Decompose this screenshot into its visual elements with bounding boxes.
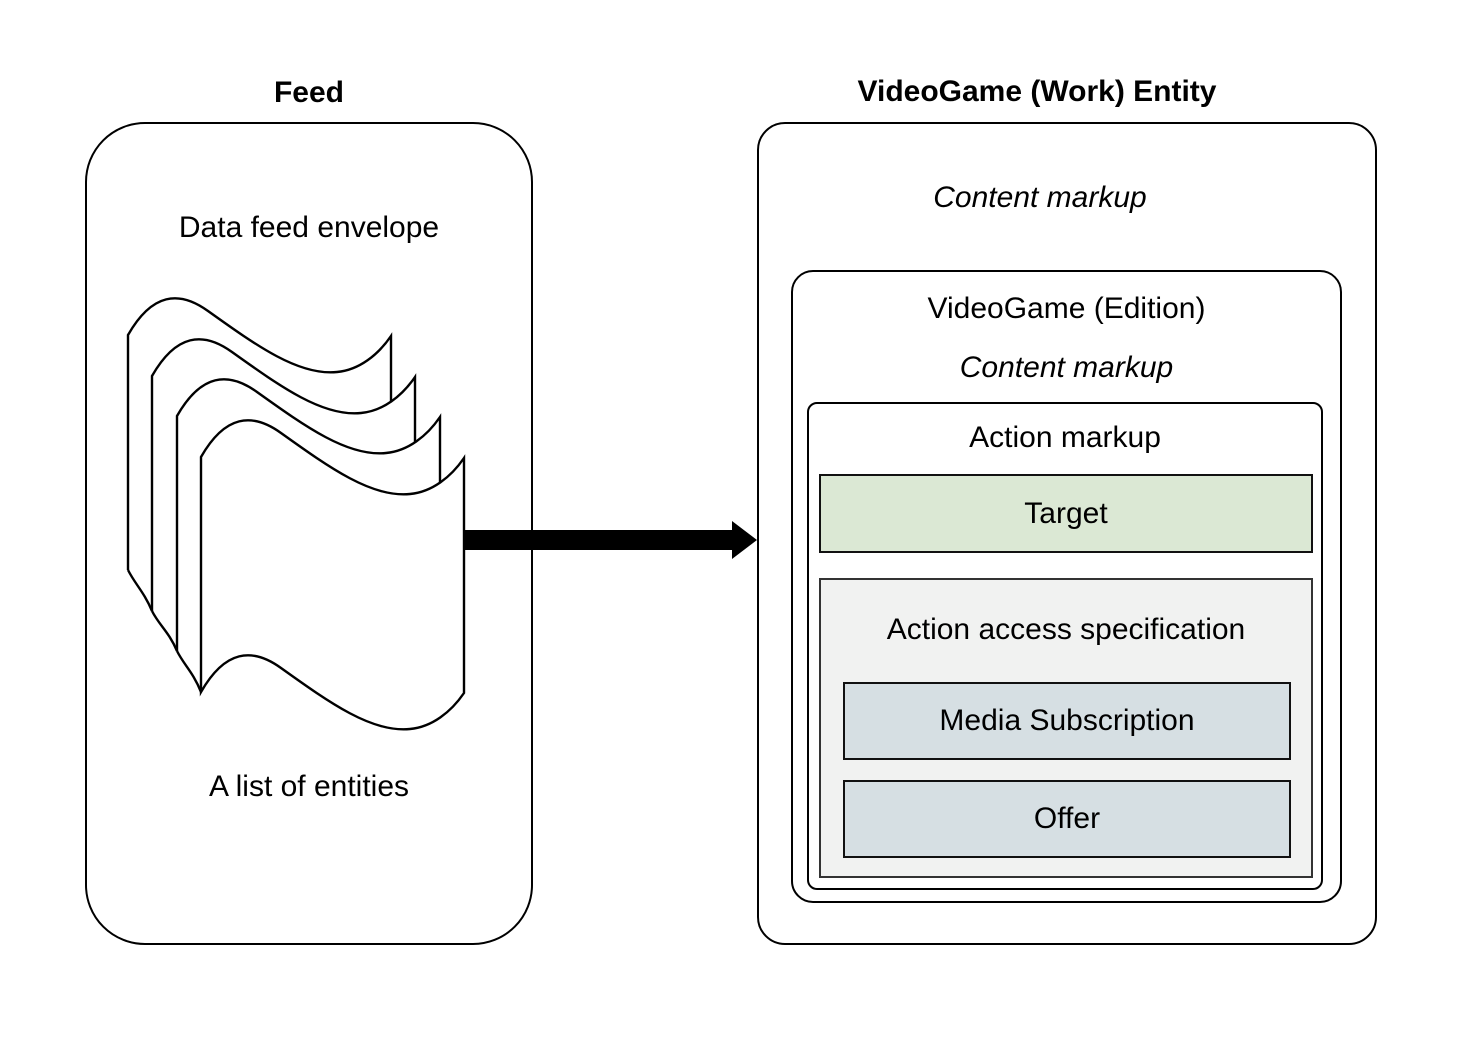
action-markup-title: Action markup [969,421,1161,454]
feed-documents-icon [126,297,466,731]
target-label: Target [1024,496,1108,530]
list-of-entities-label: A list of entities [208,770,410,803]
feed-envelope-box [85,122,533,945]
data-feed-envelope-label: Data feed envelope [178,211,440,244]
action-markup-box [807,402,1323,890]
media-subscription-box: Media Subscription [843,682,1291,760]
right-arrow-icon [464,521,757,559]
work-content-markup-label: Content markup [933,181,1147,214]
media-subscription-label: Media Subscription [939,704,1195,737]
offer-box: Offer [843,780,1291,858]
target-box: Target [819,474,1313,553]
videogame-work-entity-title: VideoGame (Work) Entity [857,75,1217,108]
videogame-work-entity-box [757,122,1377,945]
videogame-edition-title: VideoGame (Edition) [927,292,1206,325]
videogame-edition-box [791,270,1342,903]
feed-title: Feed [273,76,345,109]
edition-content-markup-label: Content markup [959,351,1174,384]
action-access-spec-title: Action access specification [886,613,1246,646]
offer-label: Offer [1033,802,1101,835]
